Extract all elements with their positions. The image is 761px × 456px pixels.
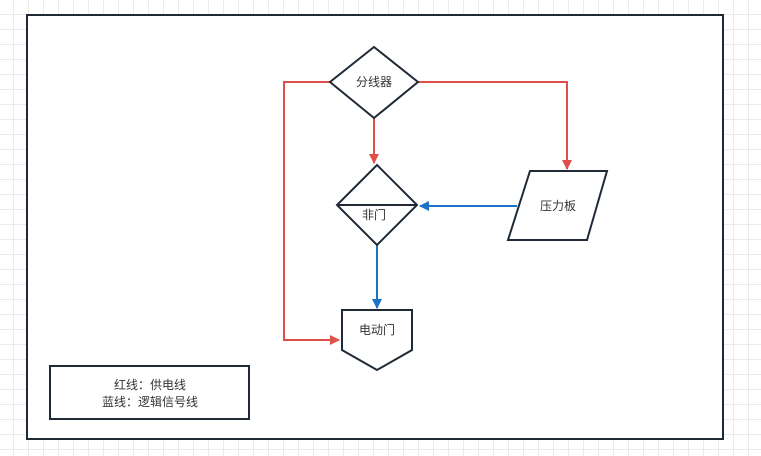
node-splitter[interactable]: 分线器: [328, 45, 420, 120]
splitter-label: 分线器: [356, 75, 392, 89]
edge-splitter-to-pressure-plate[interactable]: [418, 81, 572, 170]
splitter-shape: [328, 45, 420, 120]
legend-signal-line: 蓝线：逻辑信号线: [102, 395, 198, 409]
node-pressure-plate[interactable]: 压力板: [506, 170, 609, 241]
node-power-door[interactable]: 电动门: [341, 309, 413, 372]
node-not-gate[interactable]: 非门: [335, 163, 419, 247]
not-gate-label: 非门: [362, 207, 386, 222]
pressure-plate-shape: [506, 170, 609, 241]
pressure-plate-label: 压力板: [540, 199, 576, 213]
legend-power-line: 红线：供电线: [114, 377, 186, 392]
power-door-label: 电动门: [359, 322, 395, 337]
legend-box: 红线：供电线 蓝线：逻辑信号线: [49, 365, 250, 420]
power-door-shape: [341, 309, 413, 372]
legend-frame: [49, 365, 250, 420]
edge-splitter-to-power-door[interactable]: [283, 81, 340, 345]
